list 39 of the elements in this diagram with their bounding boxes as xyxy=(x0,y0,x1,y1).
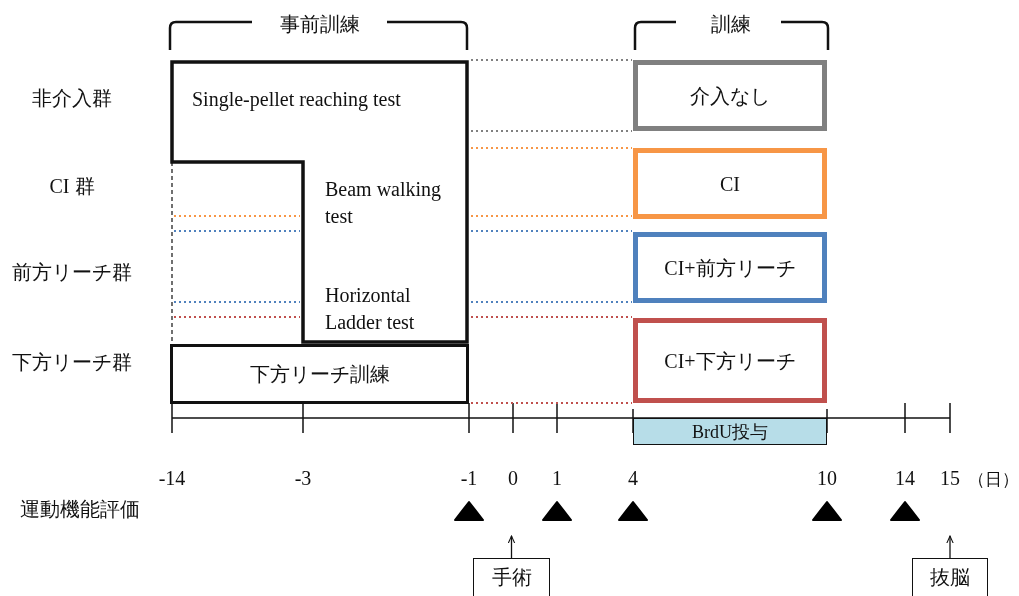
group-label: 非介入群 xyxy=(32,86,112,110)
training-box: CI+前方リーチ xyxy=(633,232,827,303)
section-label: 事前訓練 xyxy=(277,12,363,36)
dotted-connector xyxy=(470,402,633,404)
dotted-connector xyxy=(470,59,633,61)
dosing-bar: BrdU投与 xyxy=(633,418,827,445)
dotted-connector xyxy=(470,316,633,318)
section-label: 訓練 xyxy=(708,12,754,36)
arrow xyxy=(507,535,516,559)
group-label: 下方リーチ群 xyxy=(12,350,132,374)
tick-label: -14 xyxy=(158,466,186,490)
group-label: 前方リーチ群 xyxy=(12,260,132,284)
tick-label: 15 xyxy=(940,466,960,490)
dotted-connector xyxy=(470,230,633,232)
dotted-connector xyxy=(470,215,633,217)
test-outline xyxy=(170,60,469,344)
tick-label: 14 xyxy=(895,466,915,490)
tick-label: 0 xyxy=(508,466,518,490)
arrow xyxy=(946,535,954,559)
group-label: CI 群 xyxy=(49,174,95,198)
training-box: CI+下方リーチ xyxy=(633,318,827,403)
tick-label: -1 xyxy=(460,466,478,490)
dotted-connector xyxy=(470,301,633,303)
unit-label: （日） xyxy=(967,469,1019,491)
test-label: Horizontal Ladder test xyxy=(325,283,416,335)
tick-label: 4 xyxy=(628,466,638,490)
event-box: 抜脳 xyxy=(912,558,988,596)
row-label: 運動機能評価 xyxy=(20,497,140,521)
test-label: Single-pellet reaching test xyxy=(192,87,402,113)
training-box: 介入なし xyxy=(633,60,827,131)
training-box: 下方リーチ訓練 xyxy=(170,344,469,404)
training-box: CI xyxy=(633,148,827,219)
dotted-connector xyxy=(470,130,633,132)
test-label: Beam walking test xyxy=(325,177,443,229)
dotted-connector xyxy=(470,147,633,149)
tick-label: 1 xyxy=(552,466,562,490)
event-box: 手術 xyxy=(473,558,550,596)
tick-label: -3 xyxy=(294,466,312,490)
tick-label: 10 xyxy=(817,466,837,490)
